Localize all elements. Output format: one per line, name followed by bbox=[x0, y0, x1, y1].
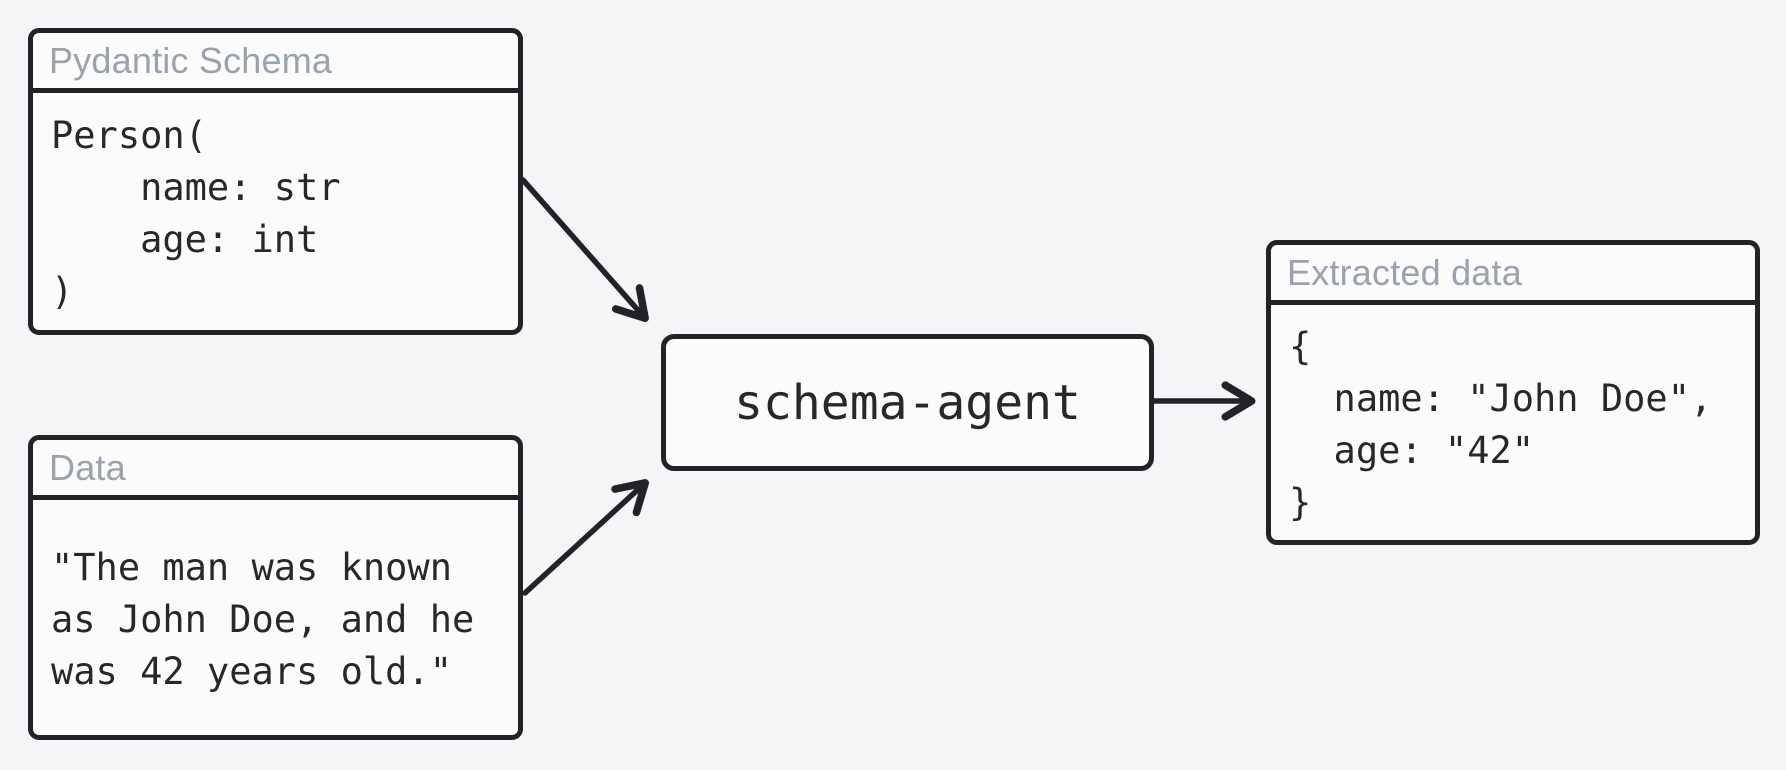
arrow-data-to-agent bbox=[522, 479, 650, 596]
pydantic-schema-code: Person( name: str age: int ) bbox=[51, 114, 341, 313]
data-node: Data "The man was known as John Doe, and… bbox=[28, 435, 523, 740]
extracted-data-node: Extracted data { name: "John Doe", age: … bbox=[1266, 240, 1760, 545]
pydantic-schema-title: Pydantic Schema bbox=[33, 33, 518, 93]
data-text: "The man was known as John Doe, and he w… bbox=[51, 546, 475, 693]
pydantic-schema-node: Pydantic Schema Person( name: str age: i… bbox=[28, 28, 523, 335]
extracted-data-body: { name: "John Doe", age: "42" } bbox=[1271, 310, 1755, 540]
data-body: "The man was known as John Doe, and he w… bbox=[33, 505, 518, 735]
extracted-data-code: { name: "John Doe", age: "42" } bbox=[1289, 325, 1713, 524]
arrow-schema-to-agent bbox=[520, 177, 649, 323]
extracted-data-title: Extracted data bbox=[1271, 245, 1755, 305]
data-title: Data bbox=[33, 440, 518, 500]
schema-agent-node: schema-agent bbox=[661, 334, 1154, 471]
pydantic-schema-body: Person( name: str age: int ) bbox=[33, 98, 518, 330]
schema-agent-label: schema-agent bbox=[734, 374, 1081, 431]
